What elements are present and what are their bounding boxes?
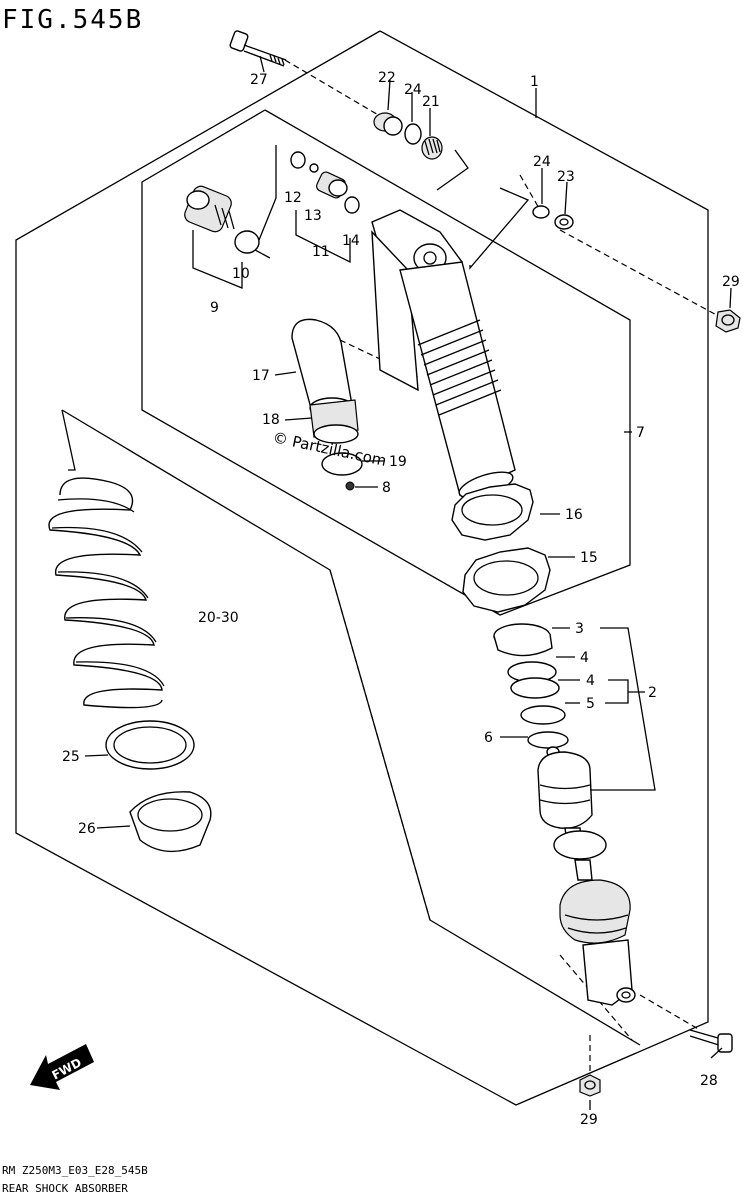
label-part-5: 5 — [586, 696, 595, 712]
label-part-7: 7 — [636, 425, 645, 441]
washer-13 — [309, 163, 319, 173]
bearing-21 — [421, 136, 443, 160]
label-part-23: 23 — [557, 169, 575, 185]
label-part-17: 17 — [252, 368, 270, 384]
label-part-19: 19 — [389, 454, 407, 470]
label-part-4-lower: 4 — [586, 673, 595, 689]
label-part-14: 14 — [342, 233, 360, 249]
adjuster-9 — [184, 185, 235, 233]
axis-bolt-27 — [284, 59, 381, 117]
figure-title: FIG.545B — [2, 5, 143, 35]
cap-18 — [309, 399, 359, 444]
bolt-28 — [689, 1029, 733, 1053]
oring-10 — [234, 230, 260, 254]
label-part-21: 21 — [422, 94, 440, 110]
label-part-26: 26 — [78, 821, 96, 837]
label-part-28: 28 — [700, 1073, 718, 1089]
label-part-1: 1 — [530, 74, 539, 90]
bracket-11 — [295, 210, 351, 264]
leader-lines — [84, 55, 732, 1110]
locknut-16 — [451, 483, 534, 541]
label-part-15: 15 — [580, 550, 598, 566]
bracket-12-group — [254, 145, 277, 259]
axis-bolt-29-top — [559, 229, 723, 319]
oring-12 — [290, 151, 306, 169]
label-part-20-30: 20-30 — [198, 610, 239, 626]
label-part-27: 27 — [250, 72, 268, 88]
label-part-8: 8 — [382, 480, 391, 496]
assembly-outline-7 — [141, 109, 631, 616]
retainer-3 — [493, 623, 553, 657]
ring-4-lower — [510, 677, 560, 699]
oring-14 — [344, 196, 360, 214]
oring-24-right — [532, 205, 550, 219]
spring-seat-25 — [105, 720, 195, 770]
axis-spring — [329, 569, 431, 921]
ring-5 — [520, 705, 566, 725]
label-part-29-top: 29 — [722, 274, 740, 290]
label-part-24-top: 24 — [404, 82, 422, 98]
assembly-outline-20-30 — [61, 409, 76, 471]
footer-section-title: REAR SHOCK ABSORBER — [2, 1182, 128, 1195]
bolt-27 — [229, 30, 287, 67]
nut-29-top — [715, 309, 741, 333]
nut-29-lower — [579, 1074, 601, 1097]
fwd-badge: FWD — [30, 1044, 94, 1090]
bracket-21-22 — [436, 149, 469, 191]
label-part-3: 3 — [575, 621, 584, 637]
assembly-outline-1 — [15, 30, 709, 1106]
label-part-25: 25 — [62, 749, 80, 765]
circlip-19 — [321, 452, 363, 476]
label-part-9: 9 — [210, 300, 219, 316]
label-part-18: 18 — [262, 412, 280, 428]
spring-20-30 — [48, 477, 165, 709]
bracket-9 — [192, 230, 243, 289]
label-part-24-right: 24 — [533, 154, 551, 170]
stopper-26 — [129, 791, 212, 853]
axis-24 — [519, 174, 541, 211]
label-part-11: 11 — [312, 244, 330, 260]
bracket-23-24 — [469, 187, 530, 270]
oring-24-top — [404, 123, 422, 145]
adjuster-11 — [316, 171, 348, 199]
adjuster-nut-15 — [462, 547, 551, 613]
footer-model-code: RM Z250M3_E03_E28_545B — [2, 1164, 148, 1177]
label-part-22: 22 — [378, 70, 396, 86]
label-part-2: 2 — [648, 685, 657, 701]
label-part-13: 13 — [304, 208, 322, 224]
washer-23 — [554, 214, 574, 230]
label-part-4-upper: 4 — [580, 650, 589, 666]
label-part-10: 10 — [232, 266, 250, 282]
ball-8 — [345, 481, 355, 491]
label-part-16: 16 — [565, 507, 583, 523]
label-part-12: 12 — [284, 190, 302, 206]
label-part-29-lower: 29 — [580, 1112, 598, 1128]
collar-22 — [373, 112, 403, 136]
circlip-6 — [527, 731, 569, 749]
shock-lower — [537, 746, 636, 1006]
label-part-6: 6 — [484, 730, 493, 746]
axis-bolt-28 — [639, 994, 701, 1031]
